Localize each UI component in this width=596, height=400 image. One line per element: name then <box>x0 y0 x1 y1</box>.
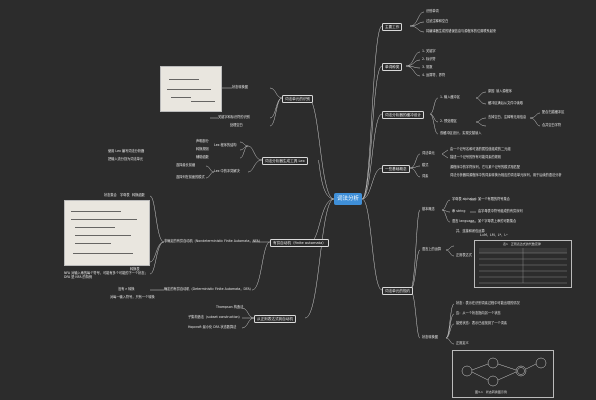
re-ops-item: 并、连接和闭包运算 <box>456 229 485 233</box>
branch-buffer-design[interactable]: 词法分析器的缓冲设计 <box>382 111 424 119</box>
handwriting-stroke <box>73 253 133 254</box>
handwriting-stroke <box>75 235 131 236</box>
handwritten-note-photo-2 <box>64 200 150 266</box>
tasks-item: 将编译器生成的错误信息与源程序的位置联系起来 <box>426 29 497 33</box>
fa-nfa-note: NFA 对输入串的每个符号，可能有多个可能的下一个状态；DFA 是 NFA 的特… <box>64 271 148 279</box>
branch-basic-concepts[interactable]: 一些基础概念 <box>382 165 410 173</box>
re-basic-title: 基本概念 <box>422 207 435 211</box>
concept-key: 词法单元 <box>422 151 435 155</box>
concept-value: 由一个记号名和可选的属性值组成的二元组 <box>450 147 511 151</box>
re-ops-title: 语言上的运算 <box>422 247 442 251</box>
re2fa-item: 子集构造法（subset construction） <box>188 315 242 319</box>
fa-nfa-part: 转换函数 <box>132 193 145 197</box>
buffer-a-item: 缓冲区满后从文件中读取 <box>488 101 524 105</box>
handwriting-stroke <box>71 219 137 220</box>
handwriting-stroke <box>171 97 191 98</box>
lex-desc: 转换规则 <box>196 147 209 151</box>
token-kind-item: 2. 标识符 <box>422 57 436 61</box>
lex-extra: 选择最长前缀 <box>176 163 196 167</box>
concept-note: 词法分析器将源程序中的词素转换为相应的词法单元序列，用于后续的语法分析 <box>450 173 562 177</box>
branch-main-tasks[interactable]: 主要工作 <box>382 23 403 31</box>
fa-nfa-part: 字母表 <box>120 193 130 197</box>
buffer-b-item: 去掉空白、注释等无用信息 <box>488 115 527 119</box>
fa-nfa: 非确定的有穷自动机（Nondeterministic Finite Automa… <box>164 239 262 243</box>
branch-finite-automata[interactable]: 有穷自动机（finite automata） <box>270 239 329 247</box>
handwriting-stroke <box>75 243 111 244</box>
handwriting-stroke <box>167 89 211 90</box>
re-basic-desc: 由字母表中符号组成的有穷序列 <box>478 209 523 213</box>
diagram-caption: 图3-1 状态转换图示例 <box>475 390 507 394</box>
handwriting-stroke <box>169 79 199 80</box>
branch-token-recognition[interactable]: 词法单元的识别 <box>282 95 314 103</box>
buffer-sub-a: 1. 输入缓冲区 <box>440 95 460 99</box>
concept-key: 模式 <box>422 163 429 167</box>
re-transition-item: 接受状态：表示已经找到了一个词素 <box>456 321 507 325</box>
re-transition-item: 状态：表示在识别词素过程中可能出现的情况 <box>456 301 520 305</box>
buffer-a-item: 读入源程序 <box>496 89 512 93</box>
identify-item: 处理空白 <box>230 123 243 127</box>
transition-diagram-figure: 图3-1 状态转换图示例 <box>452 350 554 398</box>
fa-nfa-part: 状态集合 <box>104 193 117 197</box>
token-kind-item: 1. 关键字 <box>422 49 436 53</box>
fa-dfa-note: 对每一输入符号，只有一个转换 <box>110 295 155 299</box>
re2fa-item: Hopcroft 最小化 DFA 状态数算法 <box>188 325 237 329</box>
lex-extra: 选择列在前面的模式 <box>176 175 205 179</box>
concept-value: 源程序中的字符序列，它与某个记号的模式相匹配 <box>450 165 521 169</box>
transition-diagram <box>461 357 547 387</box>
branch-lex-tool[interactable]: 词法分析器生成工具 Lex <box>262 157 308 165</box>
identify-item: 状态转换图 <box>232 85 248 89</box>
tasks-item: 识别单词 <box>426 9 439 13</box>
branch-token-spec[interactable]: 词法单元的规约 <box>382 287 414 295</box>
re-ops-desc: L∪M、LM、L*、L⁺ <box>480 233 508 237</box>
handwritten-note-photo-1 <box>160 66 222 112</box>
re-ops-item: 正则表达式 <box>456 253 472 257</box>
re2fa-item: Thompson 构造法 <box>216 305 244 309</box>
fa-dfa-left: 没有 ε 转换 <box>118 287 135 291</box>
lex-item: Lex 中的冲突解决 <box>214 169 240 173</box>
concept-value: 描述一个记号的所有可能词素的规则 <box>450 155 501 159</box>
handwriting-stroke <box>75 227 115 228</box>
re-table-caption: 表1 正则表达式的代数定律 <box>503 242 541 246</box>
fa-dfa: 确定的有穷自动机（Deterministic Finite Automata，D… <box>164 287 253 291</box>
re-basic-item: 串 string <box>452 209 466 213</box>
re-basic-desc: 某个字母表上串的可数集合 <box>478 219 517 223</box>
buffer-b-item: 合并空白字符 <box>542 123 562 127</box>
token-kind-item: 3. 常数 <box>422 65 433 69</box>
buffer-sub-b: 2. 预处理区 <box>440 119 457 123</box>
branch-regex-to-automata[interactable]: 从正则表达式到自动机 <box>254 315 296 323</box>
tasks-item: 过滤注释和空白 <box>426 19 449 23</box>
re-basic-item: 字母表 alphabet <box>452 197 477 201</box>
re-basic-item: 语言 language <box>452 219 475 223</box>
re-basic-desc: 某一个有限的符号集合 <box>478 197 510 201</box>
lex-left: 使用 Lex 编写词法分析器 <box>108 149 145 153</box>
buffer-b-item: 配合扫描缓冲区 <box>542 110 565 114</box>
lex-left: 把输入流分割为词法单元 <box>108 157 144 161</box>
handwriting-stroke <box>71 211 121 212</box>
re-example-title: 正则定义 <box>456 341 469 345</box>
re-transition-title: 状态转换图 <box>422 335 438 339</box>
buffer-a-item: 原因 <box>488 89 495 93</box>
identify-item: 关键字和标识符的识别 <box>218 115 250 119</box>
re-algebra-table: 表1 正则表达式的代数定律 <box>474 240 572 288</box>
lex-desc: 声明部分 <box>196 139 209 143</box>
table-grid <box>479 248 567 284</box>
fa-nfa-table: 转换表 <box>130 267 140 271</box>
lex-desc: 辅助函数 <box>196 155 209 159</box>
re-transition-item: 边：从一个状态指向另一个状态 <box>456 311 501 315</box>
lex-item: Lex 程序的结构 <box>214 143 237 147</box>
branch-token-kinds[interactable]: 单词种类 <box>382 63 403 71</box>
token-kind-item: 4. 运算符、界符 <box>422 73 446 77</box>
root-node[interactable]: 词法分析 <box>334 193 362 205</box>
buffer-sub-c: 双缓冲区设计，实现交替读入 <box>440 131 482 135</box>
concept-key: 词素 <box>422 174 429 178</box>
handwriting-stroke <box>191 101 215 102</box>
